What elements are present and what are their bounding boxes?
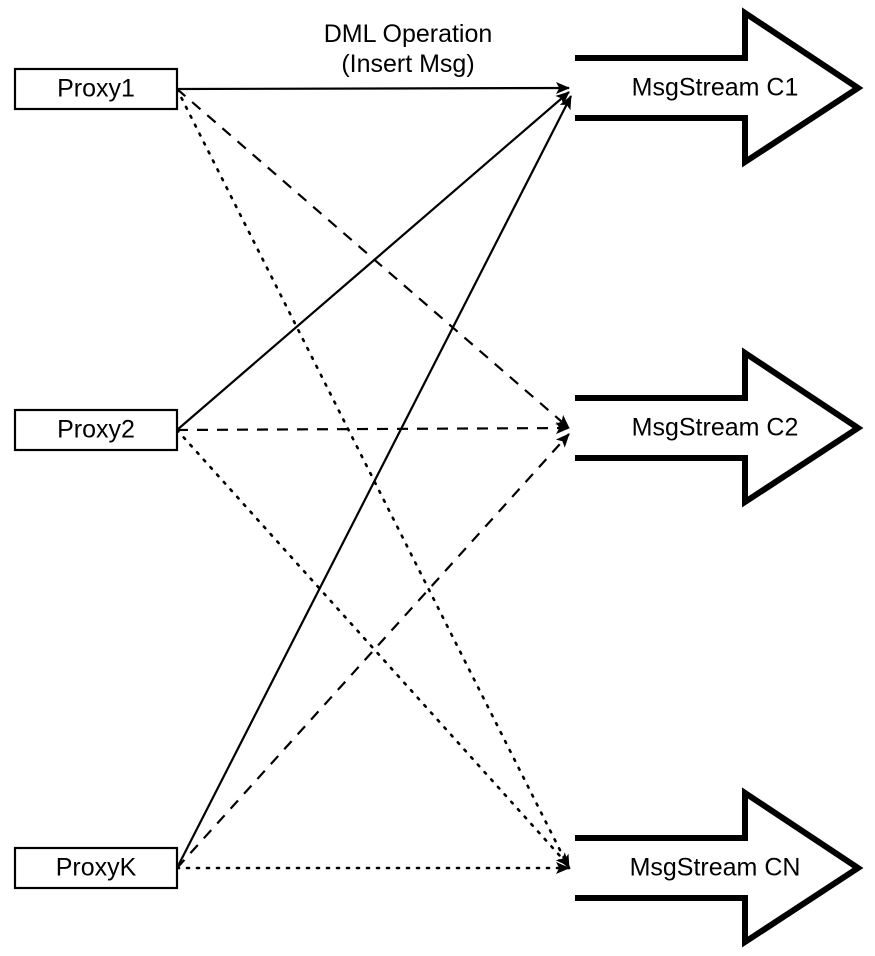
proxy-node-proxyk: ProxyK bbox=[13, 846, 179, 890]
stream-arrow-outline bbox=[575, 7, 864, 168]
stream-label-stream_c2: MsgStream C2 bbox=[632, 414, 799, 442]
proxy-label-proxy1: Proxy1 bbox=[57, 75, 135, 103]
dml-operation-label-line2: (Insert Msg) bbox=[341, 50, 474, 78]
stream-block-stream_c1: MsgStream C1 bbox=[575, 7, 864, 168]
stream-block-stream_cn: MsgStream CN bbox=[575, 787, 864, 948]
proxy-label-proxyk: ProxyK bbox=[56, 854, 137, 882]
edge-proxy2-to-stream_cn bbox=[175, 428, 571, 868]
dml-operation-label-line1: DML Operation bbox=[324, 20, 493, 48]
edges-group bbox=[175, 82, 572, 874]
streams-group: MsgStream C1 MsgStream C2 MsgStream CN bbox=[575, 7, 864, 948]
dml-operation-label: DML Operation (Insert Msg) bbox=[324, 20, 493, 78]
proxy-node-proxy2: Proxy2 bbox=[13, 408, 179, 452]
proxy-box-outline bbox=[13, 67, 179, 111]
proxy-box-outline bbox=[13, 846, 179, 890]
stream-arrow-outline bbox=[575, 787, 864, 948]
stream-arrow-outline bbox=[575, 347, 864, 508]
stream-label-stream_c1: MsgStream C1 bbox=[632, 74, 799, 102]
edge-proxyk-to-stream_c1 bbox=[176, 95, 572, 869]
proxy-node-proxy1: Proxy1 bbox=[13, 67, 179, 111]
edge-proxy2-to-stream_c1 bbox=[176, 91, 570, 431]
edge-proxy1-to-stream_c1 bbox=[176, 82, 570, 95]
stream-block-stream_c2: MsgStream C2 bbox=[575, 347, 864, 508]
edge-proxy1-to-stream_c2 bbox=[176, 88, 570, 429]
stream-label-stream_cn: MsgStream CN bbox=[630, 854, 801, 882]
proxy-box-outline bbox=[13, 408, 179, 452]
edge-proxyk-to-stream_c2 bbox=[176, 433, 570, 869]
proxy-label-proxy2: Proxy2 bbox=[57, 416, 135, 444]
edge-proxy2-to-stream_c2 bbox=[176, 422, 570, 435]
